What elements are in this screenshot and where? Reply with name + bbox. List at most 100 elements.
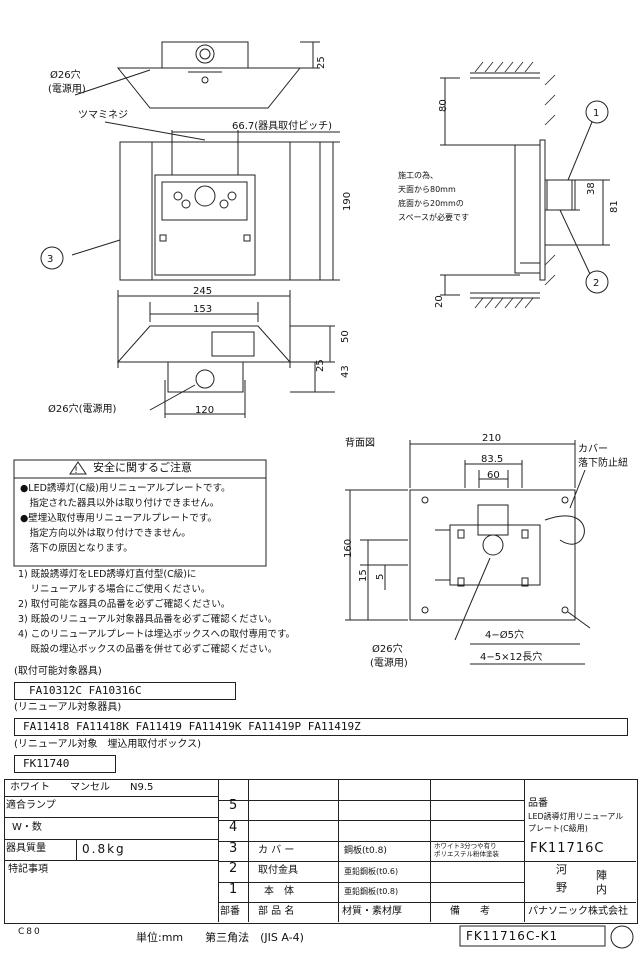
signature-1: 河	[556, 863, 567, 876]
weight-label: 器具質量	[6, 843, 46, 854]
dim-245: 245	[193, 286, 212, 297]
hole-center-note: (電源用)	[370, 656, 408, 669]
notes-list: 1) 既設誘導灯をLED誘導灯直付型(C級)に リニューアルする場合にご使用くだ…	[18, 567, 295, 657]
safety-line: 指定方向以外は取り付けできません。	[20, 528, 191, 539]
hole-top-label: Ø26穴	[50, 68, 81, 81]
material-2: 亜鉛鋼板(t0.6)	[344, 867, 399, 876]
side-note-1: 施工の為、	[398, 170, 438, 180]
cover-label-1: カバー	[578, 443, 608, 455]
dim-60: 60	[487, 470, 500, 481]
dim-38: 38	[586, 182, 597, 195]
compatible-box-3: FK11740	[14, 755, 116, 773]
hole-top-note: (電源用)	[48, 82, 86, 95]
title-block	[4, 779, 638, 924]
safety-line: ●LED誘導灯(C級)用リニューアルプレートです。	[20, 483, 231, 494]
side-note-3: 底面から20mmの	[398, 198, 464, 208]
compatible-label-2: (リニューアル対象器具)	[14, 702, 122, 713]
back-view	[345, 440, 591, 641]
compatible-value-3: FK11740	[23, 757, 70, 770]
note-line: 既設の埋込ボックスの品番を併せて必ずご確認ください。	[18, 644, 278, 655]
note-line: 1) 既設誘導灯をLED誘導灯直付型(C級)に	[18, 569, 197, 580]
compatible-label-1: (取付可能対象器具)	[14, 666, 102, 677]
signature-2: 陣	[596, 869, 607, 882]
bottom-view	[116, 290, 335, 418]
note-line: 4) このリニューアルプレートは埋込ボックスへの取付専用です。	[18, 629, 296, 640]
dim-5: 5	[375, 574, 386, 580]
hole-4-label: 4−Ø5穴	[485, 628, 524, 641]
note-line: リニューアルする場合にご使用ください。	[18, 584, 211, 595]
compatible-value-1: FA10312C FA10316C	[29, 684, 142, 697]
safety-title: 安全に関するご注意	[93, 461, 192, 474]
row-num-3: 3	[229, 841, 238, 856]
weight-value: 0.8kg	[82, 842, 126, 856]
wall-hatch	[474, 61, 556, 309]
safety-lines: ●LED誘導灯(C級)用リニューアルプレートです。 指定された器具以外は取り付け…	[20, 481, 231, 556]
header-remarks: 備 考	[450, 906, 490, 917]
row-num-4: 4	[229, 820, 238, 835]
lamp-label: 適合ランプ	[6, 800, 56, 811]
product-name-1: LED誘導灯用リニューアル	[528, 812, 624, 821]
drawing-number: FK11716C-K1	[466, 929, 559, 943]
compatible-box-1: FA10312C FA10316C	[14, 682, 236, 700]
dim-43: 43	[340, 365, 351, 378]
color-spec: ホワイト マンセル N9.5	[10, 782, 154, 793]
part-3: カ バ ー	[258, 845, 295, 856]
dim-153: 153	[193, 304, 212, 315]
code-left: C80	[18, 927, 42, 937]
callout-3: 3	[47, 254, 53, 265]
watt-label: W・数	[12, 822, 42, 833]
dim-25-top: 25	[316, 56, 327, 69]
signature-3: 野	[556, 881, 567, 894]
slot-4-label: 4−5×12長穴	[480, 650, 542, 663]
dim-210: 210	[482, 433, 501, 444]
safety-box	[13, 459, 267, 567]
hole-bottom-label: Ø26穴(電源用)	[48, 402, 116, 415]
material-1: 亜鉛鋼板(t0.8)	[344, 887, 399, 896]
safety-line: ●壁埋込取付専用リニューアルプレートです。	[20, 513, 217, 524]
dim-190: 190	[342, 192, 353, 211]
part-2: 取付金具	[258, 865, 298, 876]
safety-line: 指定された器具以外は取り付けできません。	[20, 498, 220, 509]
dim-25-b: 25	[315, 359, 326, 372]
row-num-5: 5	[229, 798, 238, 813]
dim-120: 120	[195, 405, 214, 416]
hinban-label: 品番	[528, 798, 548, 809]
company-name: パナソニック株式会社	[528, 906, 628, 917]
hole-center-label: Ø26穴	[372, 642, 403, 655]
callout-1: 1	[593, 108, 599, 119]
material-3: 鋼板(t0.8)	[344, 846, 387, 856]
product-code: FK11716C	[530, 841, 605, 856]
dim-80-top: 80	[438, 99, 449, 112]
dim-20: 20	[434, 295, 445, 308]
row-num-2: 2	[229, 861, 238, 876]
cover-label-2: 落下防止紐	[578, 456, 628, 469]
compatible-value-2: FA11418 FA11418K FA11419 FA11419K FA1141…	[23, 720, 361, 733]
side-note-4: スペースが必要です	[398, 212, 469, 222]
remark-3-line2: ポリエステル粉体塗装	[434, 850, 499, 858]
part-1: 本 体	[264, 886, 294, 897]
product-name-2: プレート(C級用)	[528, 824, 588, 833]
dim-160: 160	[343, 539, 354, 558]
back-view-title: 背面図	[345, 436, 375, 449]
notes-label: 特記事項	[8, 864, 48, 875]
row-num-1: 1	[229, 882, 238, 897]
knob-screw-label: ツマミネジ	[78, 109, 128, 121]
note-line: 2) 取付可能な器具の品番を必ずご確認ください。	[18, 599, 231, 610]
side-note-2: 天面から80mm	[398, 185, 456, 194]
safety-line: 落下の原因となります。	[20, 543, 133, 554]
signature-4: 内	[596, 883, 607, 896]
header-part-name: 部 品 名	[258, 906, 295, 917]
dim-83-5: 83.5	[481, 454, 503, 465]
dim-50: 50	[340, 330, 351, 343]
pitch-label: 66.7(器具取付ピッチ)	[232, 119, 332, 132]
dim-81: 81	[609, 200, 620, 213]
side-view	[440, 72, 610, 299]
front-view	[40, 121, 340, 281]
drawing-labels: Ø26穴 (電源用) ツマミネジ 66.7(器具取付ピッチ) 25 190 3 …	[47, 56, 628, 669]
remark-3-line1: ホワイト3分つや有り	[434, 842, 497, 850]
header-part-no: 部番	[220, 906, 240, 917]
top-view	[74, 41, 320, 109]
compatible-box-2: FA11418 FA11418K FA11419 FA11419K FA1141…	[14, 718, 628, 736]
scale-label: 単位:mm 第三角法 (JIS A-4)	[136, 931, 304, 944]
